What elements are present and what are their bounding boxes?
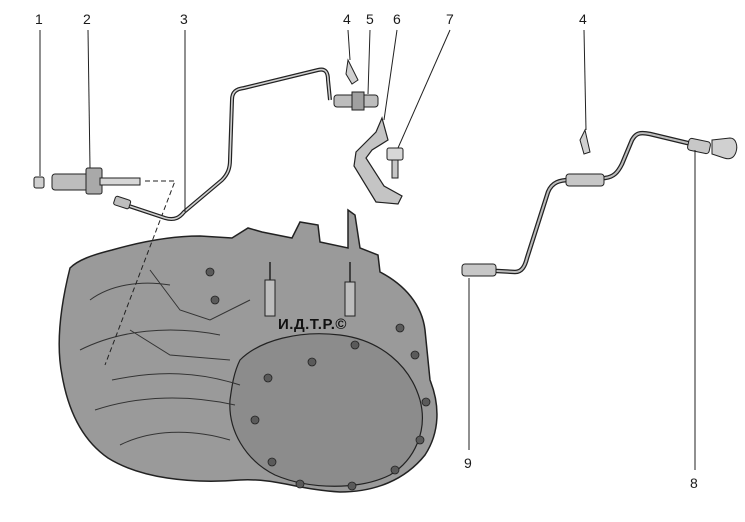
- clutch-hose-inner: [477, 132, 701, 273]
- callout-9: 9: [464, 455, 472, 471]
- mounting-stud-1: [264, 279, 276, 317]
- hydraulic-pipe-left: [119, 67, 332, 222]
- clutch-hose: [477, 130, 701, 275]
- bracket-bolt-shank: [391, 159, 399, 179]
- inner-shaft-line: [111, 373, 241, 386]
- bellhousing-shade: [229, 333, 423, 487]
- mounting-stud-2: [344, 281, 356, 317]
- callout-7: 7: [446, 11, 454, 27]
- hose-coupling-mid: [565, 173, 605, 187]
- housing-rib-2: [79, 329, 221, 351]
- housing-rib-3: [94, 397, 236, 411]
- bleed-valve-cap: [33, 176, 45, 189]
- callout-8: 8: [690, 475, 698, 491]
- housing-rib-6: [129, 329, 231, 361]
- slave-cylinder-rod: [99, 177, 141, 186]
- retaining-clip-left: [345, 58, 359, 85]
- hose-cap: [711, 137, 738, 160]
- pipe-end-fitting-lower: [113, 195, 132, 210]
- leader-lines: [39, 29, 696, 470]
- bracket-bolt-head: [386, 147, 404, 161]
- callout-3: 3: [180, 11, 188, 27]
- right-hose-assembly: [461, 128, 738, 277]
- hydraulic-pipe-left-inner: [119, 68, 331, 220]
- callout-4-right: 4: [579, 11, 587, 27]
- retaining-clip-right: [579, 128, 591, 155]
- callout-2: 2: [83, 11, 91, 27]
- callout-1: 1: [35, 11, 43, 27]
- callout-5: 5: [366, 11, 374, 27]
- housing-rib-4: [119, 431, 231, 446]
- callout-6: 6: [393, 11, 401, 27]
- install-guide-line: [104, 180, 176, 366]
- housing-rib-1: [89, 282, 171, 301]
- hose-end-fitting-upper: [687, 137, 711, 155]
- housing-rib-5: [149, 269, 251, 321]
- housing-bolts: [205, 267, 431, 491]
- gearbox-housing: [58, 208, 438, 493]
- callout-4-left: 4: [343, 11, 351, 27]
- left-hydraulic-assembly: [33, 58, 404, 366]
- pipe-coupling-nut: [351, 91, 365, 111]
- hose-end-fitting-lower: [461, 263, 497, 277]
- watermark-text: И.Д.Т.Р.©: [278, 316, 347, 333]
- pipe-bracket: [353, 116, 403, 205]
